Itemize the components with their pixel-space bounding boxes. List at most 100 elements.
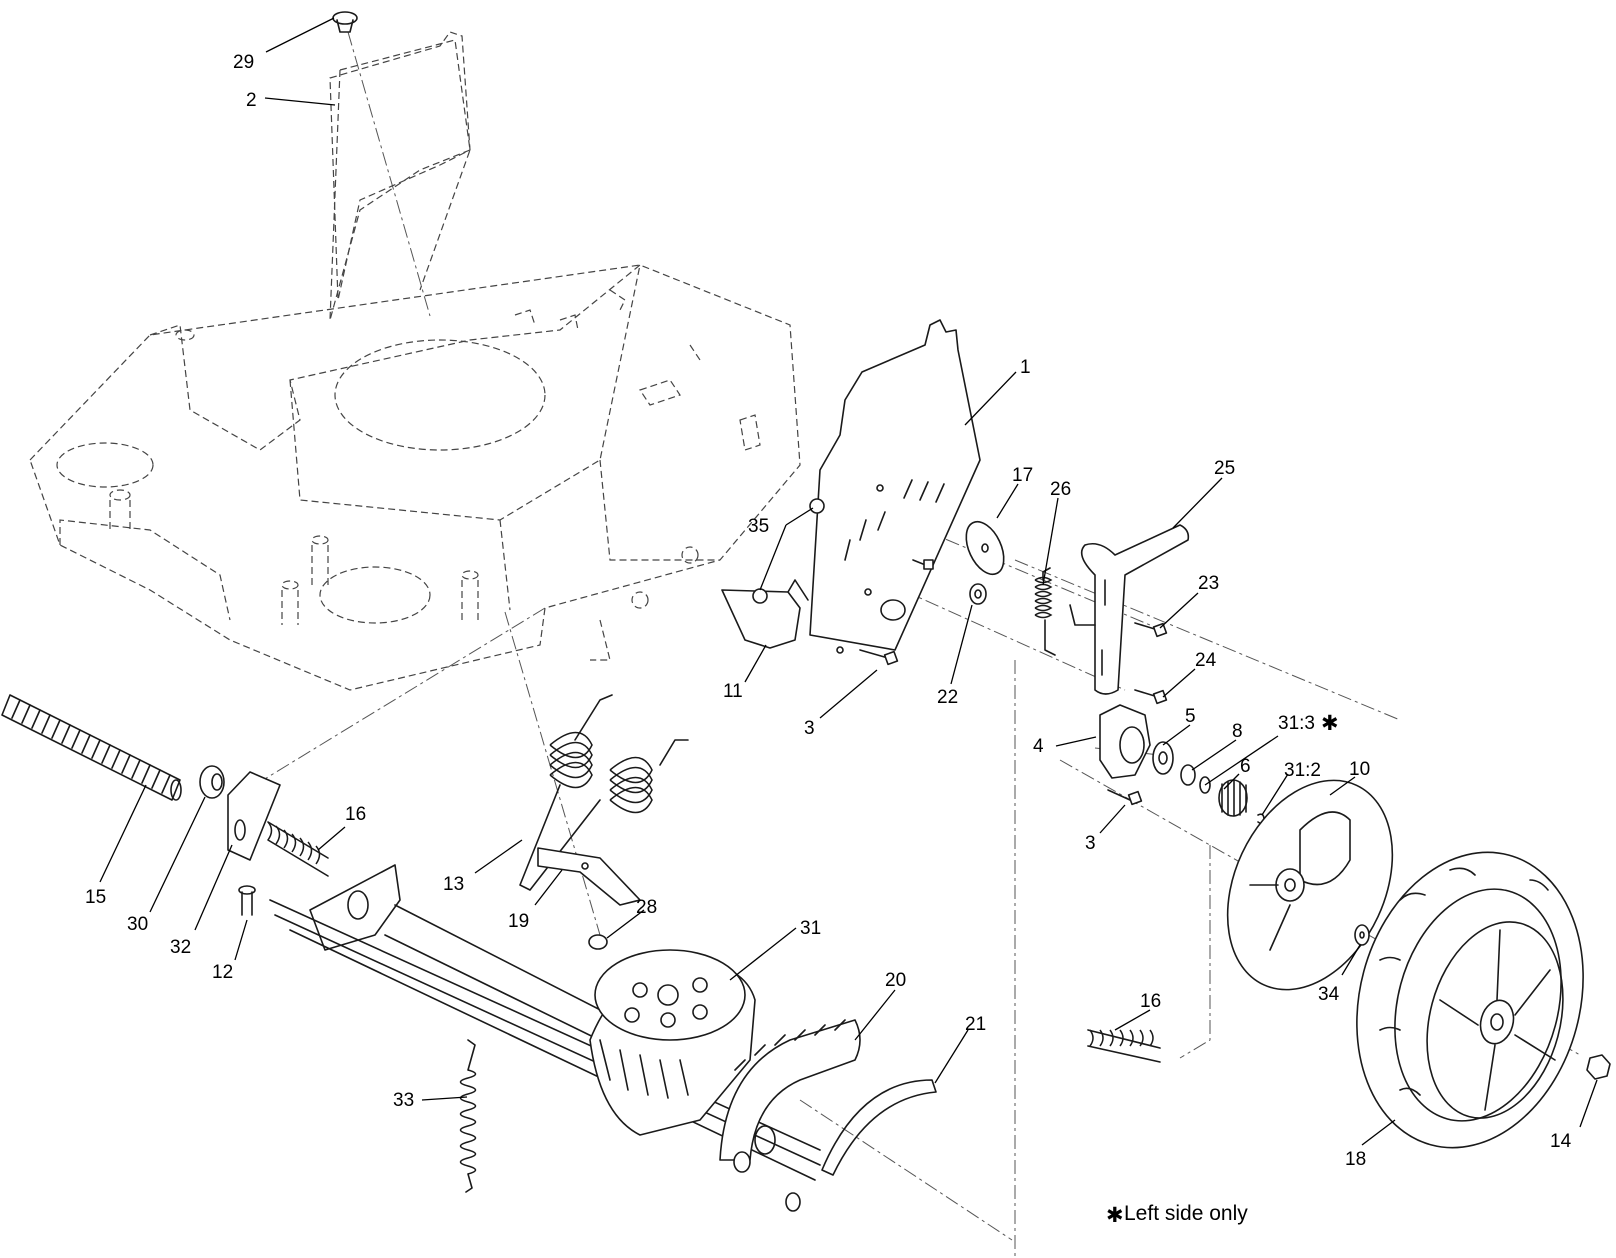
leader-2 — [264, 97, 336, 106]
callout-8: 8 — [1232, 721, 1243, 742]
leader-lines — [99, 17, 1598, 1146]
part-10-wheel-shield — [1226, 779, 1394, 991]
callout-13: 13 — [443, 874, 464, 895]
callout-33: 33 — [393, 1090, 414, 1111]
leader-33 — [421, 1096, 468, 1101]
leader-25 — [1172, 477, 1223, 529]
callout-3b: 3 — [1085, 833, 1096, 854]
leader-3b — [1099, 804, 1126, 834]
leader-20 — [854, 989, 896, 1041]
callout-31: 31 — [800, 918, 821, 939]
axle-assembly — [269, 864, 861, 1212]
leader-4 — [1055, 736, 1097, 747]
axle-stack — [1099, 704, 1265, 825]
part-33-extension-spring — [459, 1039, 477, 1193]
part-12-bolt — [238, 885, 256, 916]
leader-5 — [1162, 724, 1191, 746]
asterisk-icon: ✱ — [1321, 712, 1339, 735]
part-11-bracket — [721, 579, 809, 649]
callout-12: 12 — [212, 962, 233, 983]
callout-10: 10 — [1349, 759, 1370, 780]
part-1-side-plate — [809, 319, 981, 654]
leader-26 — [1042, 497, 1059, 586]
leader-22 — [950, 604, 973, 685]
callout-24: 24 — [1195, 650, 1217, 671]
leader-13 — [474, 839, 523, 874]
bolts — [859, 559, 1168, 806]
leader-32 — [194, 844, 233, 931]
callout-29: 29 — [233, 52, 254, 73]
callout-15: 15 — [85, 887, 106, 908]
callout-labels: 29 2 1 17 26 25 35 23 11 22 3 24 5 4 8 3… — [85, 52, 1572, 1170]
leader-31-3 — [1204, 735, 1279, 786]
leader-29 — [265, 17, 335, 53]
callout-21: 21 — [965, 1014, 986, 1035]
leader-35a — [785, 507, 814, 526]
footnote-asterisk-icon: ✱ — [1106, 1204, 1124, 1227]
part-16-spring-lower — [1087, 1029, 1161, 1063]
leader-10 — [1329, 776, 1356, 796]
leader-35b — [759, 524, 787, 591]
callout-20: 20 — [885, 970, 906, 991]
part-14-nut — [1586, 1054, 1611, 1080]
callout-18: 18 — [1345, 1149, 1366, 1170]
leader-17 — [996, 483, 1019, 519]
part-21-wire — [821, 1079, 937, 1176]
leader-34 — [1341, 944, 1361, 976]
leader-31-2 — [1261, 773, 1289, 816]
leader-30 — [149, 796, 206, 913]
leader-1 — [964, 371, 1017, 426]
callout-3a: 3 — [804, 718, 815, 739]
leader-11 — [744, 644, 767, 683]
leader-28 — [606, 909, 645, 939]
leader-16b — [1114, 1009, 1151, 1031]
leader-14 — [1579, 1079, 1598, 1128]
callout-26: 26 — [1050, 479, 1071, 500]
leader-12 — [234, 919, 248, 961]
leader-19 — [534, 869, 563, 906]
callout-19: 19 — [508, 911, 529, 932]
leader-3a — [819, 669, 878, 719]
callout-28: 28 — [636, 897, 657, 918]
part-22-washer — [969, 583, 987, 605]
callout-4: 4 — [1033, 736, 1044, 757]
callout-17: 17 — [1012, 465, 1033, 486]
leader-23 — [1159, 592, 1199, 629]
part-16-spring-upper — [267, 821, 329, 877]
leader-15 — [99, 784, 147, 883]
part-30-spacer — [199, 765, 225, 799]
part-25-lever — [1069, 524, 1190, 695]
callout-6: 6 — [1240, 756, 1251, 777]
callout-31-3: 31:3 — [1278, 713, 1315, 734]
callout-1: 1 — [1020, 357, 1031, 378]
callout-25: 25 — [1214, 458, 1235, 479]
leader-31 — [729, 927, 797, 981]
part-17-washer — [965, 520, 1005, 576]
leader-18 — [1361, 1119, 1396, 1146]
footnote: ✱ Left side only — [1106, 1202, 1248, 1227]
leader-24 — [1162, 668, 1196, 698]
part-18-wheel — [1356, 851, 1584, 1149]
callout-16b: 16 — [1140, 991, 1161, 1012]
leader-21 — [934, 1029, 969, 1084]
leader-8 — [1191, 739, 1237, 771]
footnote-text: Left side only — [1124, 1202, 1248, 1225]
callout-22: 22 — [937, 687, 958, 708]
leader-16a — [317, 826, 346, 851]
callout-16a: 16 — [345, 804, 366, 825]
part-26-spring — [1034, 567, 1056, 656]
part-28-nut — [588, 934, 608, 950]
part-29-pin — [332, 11, 358, 33]
deck-housing — [29, 39, 801, 691]
callout-31-2: 31:2 — [1284, 760, 1321, 781]
callout-35: 35 — [748, 516, 769, 537]
part-34-washer — [1354, 924, 1370, 946]
part-35-nuts — [752, 498, 825, 604]
part-32-bracket — [227, 771, 281, 861]
callout-23: 23 — [1198, 573, 1219, 594]
callout-32: 32 — [170, 937, 191, 958]
callout-11: 11 — [723, 681, 743, 702]
callout-30: 30 — [127, 914, 148, 935]
callout-5: 5 — [1185, 706, 1196, 727]
side-plate-left — [329, 31, 471, 301]
